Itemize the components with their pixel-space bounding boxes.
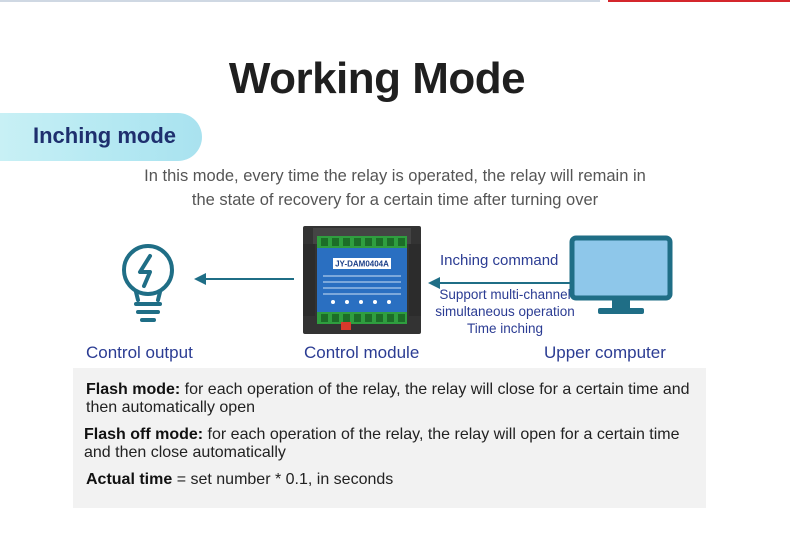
support-line-1: Support multi-channel [439,287,571,302]
page-title: Working Mode [228,54,526,103]
flash-off-mode-info: Flash off mode: for each operation of th… [84,426,684,462]
support-line-2: simultaneous operation [435,304,575,319]
mode-label: Inching mode [33,123,176,148]
arrow-left-icon [194,273,294,285]
mode-description: In this mode, every time the relay is op… [110,164,680,212]
support-line-3: Time inching [466,321,544,336]
relay-module-image: JY-DAM0404A [303,226,421,334]
control-output-label: Control output [86,343,193,362]
monitor-icon [569,235,673,314]
support-text: Support multi-channel simultaneous opera… [430,286,580,337]
flash-mode-info: Flash mode: for each operation of the re… [86,381,696,417]
mode-badge: Inching mode [0,113,202,161]
description-line-2: the state of recovery for a certain time… [191,191,599,209]
top-border-line [0,0,600,2]
module-model-text: JY-DAM0404A [335,260,389,269]
command-arrow-icon [428,277,574,289]
actual-time-info: Actual time = set number * 0.1, in secon… [86,471,393,489]
flash-mode-term: Flash mode: [86,381,181,398]
top-accent-bar [608,0,790,2]
flash-mode-text: for each operation of the relay, the rel… [86,381,690,416]
mode-info-panel: Flash mode: for each operation of the re… [73,368,706,508]
flash-off-mode-text: for each operation of the relay, the rel… [84,426,680,461]
actual-time-text: = set number * 0.1, in seconds [172,471,394,488]
inching-command-label: Inching command [440,252,559,269]
flash-off-mode-term: Flash off mode: [84,426,204,443]
lightbulb-icon [122,244,174,322]
actual-time-term: Actual time [86,471,173,488]
control-module-label: Control module [304,343,420,362]
description-line-1: In this mode, every time the relay is op… [144,167,646,185]
upper-computer-label: Upper computer [544,343,666,362]
